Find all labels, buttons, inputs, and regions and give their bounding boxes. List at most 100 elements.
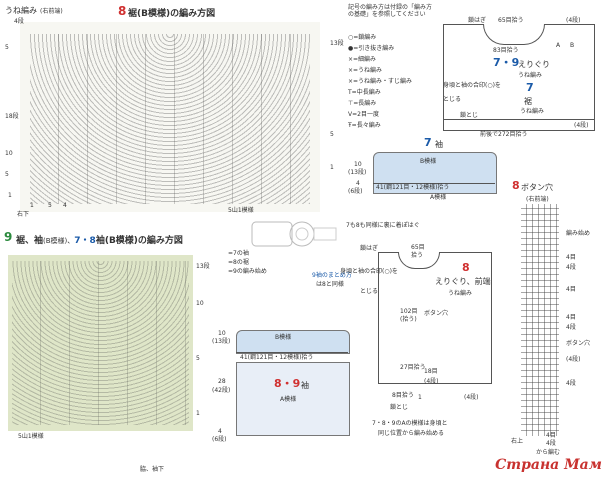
legend-text-1: =引き抜き編み — [353, 45, 395, 52]
btn-label-4: 4目 — [566, 286, 576, 293]
sleeve89-left-5: (6段) — [212, 436, 227, 443]
fan-pattern-area — [30, 34, 310, 204]
sleeve89-left-3: (42段) — [212, 387, 231, 394]
legend-symbol-3: × — [348, 67, 354, 74]
btn-label-2: 4目 — [566, 254, 576, 261]
front-number: 8 — [462, 261, 470, 274]
top-4dan: 4段 — [14, 18, 24, 25]
bottom-1: 1 — [196, 410, 200, 417]
front-27: 27目拾う — [400, 364, 426, 371]
neck-83: 83目拾う — [493, 47, 519, 54]
bottom-stitch-chart — [8, 255, 193, 431]
front-hiro: 拾う — [411, 252, 424, 259]
bottom-title-e-text: 袖 — [95, 236, 105, 246]
legend-text-4: =うね編み・すじ編み — [353, 78, 413, 85]
hem-band — [443, 119, 595, 131]
sleeve7-caption: 袖 — [435, 140, 443, 149]
sleeve7-count: 41(鋼121目・12模様)拾う — [376, 184, 450, 191]
sleeve7-left-1: (13段) — [348, 169, 367, 176]
btn-label-11: 4目 — [546, 432, 556, 439]
bottom-title-f-text: (B模様)の編み方図 — [104, 236, 183, 246]
front-kusarihagi: 鎖はぎ — [360, 245, 379, 252]
sleeve89-caption: 袖 — [301, 381, 309, 390]
bottom-title-c-text: (B模様)、 — [43, 237, 75, 245]
neck-kusarihagi: 鎖はぎ — [468, 17, 487, 24]
note-3: =9の編み始め — [228, 268, 267, 275]
bottom-13dan: 13段 — [196, 263, 210, 270]
btn-label-13: から編む — [536, 449, 561, 456]
sleeve89-body — [236, 362, 350, 436]
front-bottom1: 7・8・9のAの模様は身頃と — [372, 420, 448, 427]
front-mihaba: 身頃と袖の合印(○)を — [340, 268, 398, 275]
note-5: は8と同様 — [316, 281, 344, 288]
stitch-count-0: 1 — [30, 202, 34, 209]
sleeve89-a-label: A模様 — [280, 396, 297, 403]
legend-item-0: ○=鎖編み — [348, 34, 376, 41]
front-102: 102目 — [400, 308, 418, 315]
legend-text-3: =うね編み — [353, 67, 383, 74]
legend-symbol-1: ● — [348, 45, 354, 52]
btn-label-9: 4段 — [566, 380, 576, 387]
neck-sub2: うね編み — [520, 108, 545, 115]
sleeve89-left-4: 4 — [218, 428, 222, 435]
front-bottom2: 同じ位置から編み始める — [378, 430, 445, 437]
legend-item-6: ⊤=長編み — [348, 100, 376, 107]
top-chart-number: 8 — [118, 4, 127, 18]
button-strip-grid — [521, 204, 559, 436]
sleeve7-b-label: B模様 — [420, 158, 437, 165]
front-4dan: (4段) — [424, 378, 439, 385]
legend-item-7: V=2目一度 — [348, 111, 379, 118]
motif-logo — [248, 216, 340, 250]
sleeve7-a-label: A模様 — [430, 194, 447, 201]
btn-label-0: (右前端) — [526, 196, 549, 203]
legend-text-5: =中長編み — [351, 89, 381, 96]
btn-label-10: 右上 — [511, 438, 524, 445]
front-65: 65目 — [411, 244, 425, 251]
note-2: =8の裾 — [228, 259, 249, 266]
legend-symbol-7: V — [348, 111, 353, 118]
btn-label-6: 4段 — [566, 324, 576, 331]
legend-text-6: =長編み — [353, 100, 377, 107]
front-4dan-b: (4段) — [464, 394, 479, 401]
neck-65: 65目拾う — [498, 17, 524, 24]
sleeve89-count: 41(鋼121目・12模様)拾う — [240, 354, 314, 361]
front-8ato: 8目拾う — [392, 392, 414, 399]
neck-B: B — [570, 42, 575, 49]
neck-caption: えりぐり — [518, 60, 550, 69]
btn-label-7: ボタン穴 — [566, 340, 591, 347]
legend-text-7: =2目一度 — [352, 111, 379, 118]
legend-symbol-5: T — [348, 89, 352, 96]
watermark: Страна Мам — [495, 457, 602, 473]
front-button: ボタン穴 — [424, 310, 449, 317]
sleeve7-count-line — [373, 183, 495, 184]
btn-label-3: 4段 — [566, 264, 576, 271]
top-5yama: 5山1模様 — [228, 207, 254, 214]
bottom-title-b: 裾、袖(B模様)、7・8袖(B模様)の編み方図 — [16, 236, 183, 247]
front-hiro2: (拾う) — [400, 316, 417, 323]
bottom-5yama: 5山1模様 — [18, 433, 44, 440]
front-tozai: とじる — [360, 288, 379, 295]
motif-caption: 7も8も同様に裏に着ぽはぐ — [346, 222, 420, 229]
neck-272: 前後で272目拾う — [480, 131, 528, 138]
legend-symbol-2: × — [348, 56, 354, 63]
neck-hem-diagram: 65目拾う (4段) 83目拾う A B 鎖はぎ 身頃と袖の合印(○)を とじる… — [438, 4, 606, 144]
neck-number: 7・9 — [493, 56, 520, 69]
bottom-title-b-text: 裾、袖 — [16, 236, 44, 246]
legend-symbol-4: × — [348, 78, 354, 85]
legend-item-1: ●=引き抜き編み — [348, 45, 394, 52]
sleeve89-left-1: (13段) — [212, 338, 231, 345]
btn-label-12: 4段 — [546, 440, 556, 447]
legend-item-5: T=中長編み — [348, 89, 381, 96]
migimae-label: (右前端) — [40, 8, 63, 15]
note-1: =7の袖 — [228, 250, 249, 257]
right-num-0: 5 — [330, 131, 334, 138]
bottom-title-a: 9 — [4, 230, 13, 244]
neck-caption2: 裾 — [524, 97, 532, 106]
row-num-4: 1 — [8, 192, 12, 199]
sleeve89-number: 8・9 — [274, 377, 301, 390]
row-num-3: 5 — [5, 171, 9, 178]
bottom-waki: 脇、袖下 — [140, 466, 165, 473]
sleeve7-left-2: 4 — [356, 180, 360, 187]
front-sub: うね編み — [448, 290, 473, 297]
legend-text-0: =鎖編み — [353, 34, 377, 41]
